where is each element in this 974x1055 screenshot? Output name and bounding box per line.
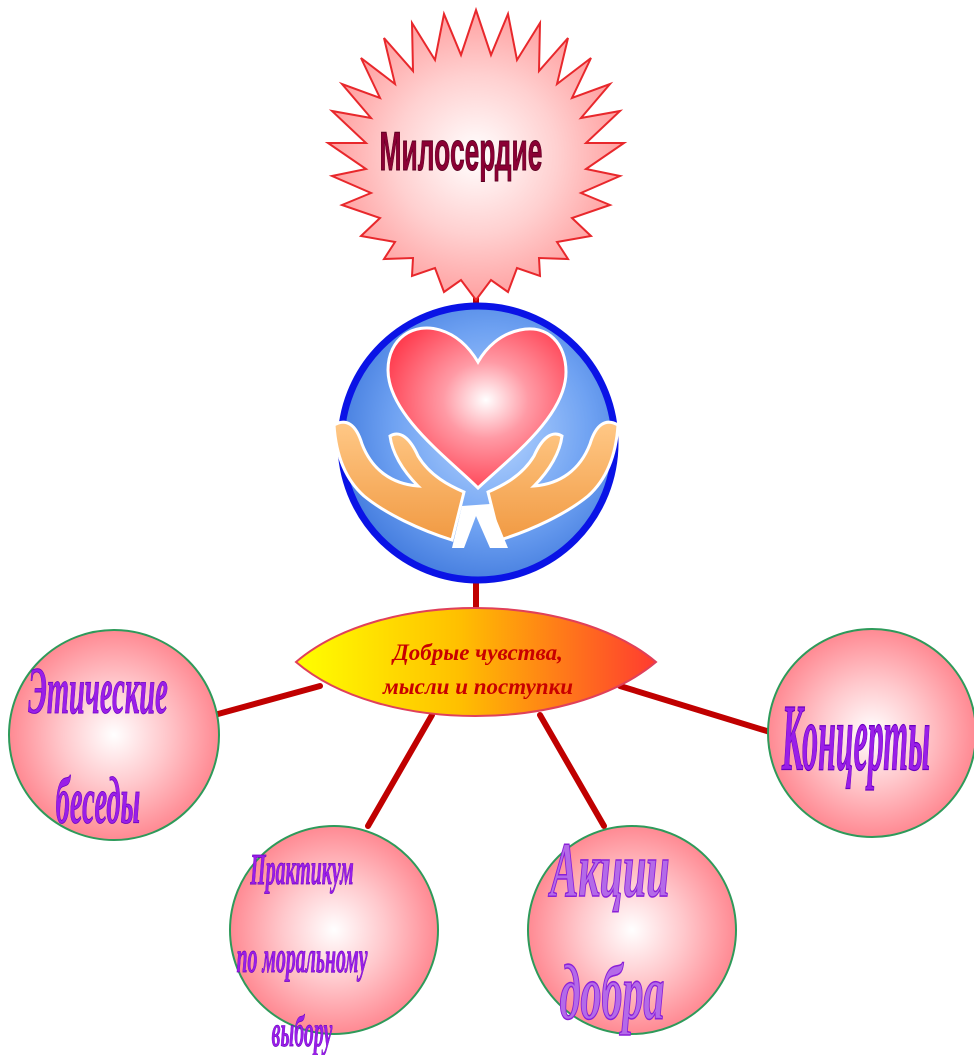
node-ethics: Этические беседы [8,629,220,841]
node-actions-circle [527,825,737,1035]
heart-in-hands-icon [332,326,620,548]
node-actions-line2: добра [560,949,665,1036]
node-actions: Акции добра [527,825,737,1037]
connector-center-ethics [215,683,323,717]
node-ethics-line2: беседы [56,765,141,839]
node-practicum: Практикум по моральному выбору [229,825,439,1055]
node-actions-line1: Акции [548,826,670,913]
heart-shape [386,326,568,491]
node-concerts-line1: Концерты [781,685,930,791]
star-burst-shape [324,6,628,302]
ribbon-shape [452,504,508,548]
node-ethics-circle [8,629,220,841]
node-practicum-line2: по моральному [236,933,367,982]
node-concerts-circle [767,628,974,838]
star-label: Милосердие [380,122,543,183]
connector-center-concerts [617,683,773,735]
connector-center-practicum [365,712,435,829]
node-practicum-line1: Практикум [250,845,354,894]
node-practicum-line3: выбору [272,1007,333,1055]
connector-center-actions [537,712,607,829]
right-hand-shape [486,420,620,542]
node-concerts: Концерты [767,628,974,838]
center-ellipse: Добрые чувства, мысли и поступки [294,607,658,717]
left-hand-shape [332,420,466,542]
emblem [332,302,620,584]
center-label-line2: мысли и поступки [382,674,573,699]
node-ethics-line1: Этические [28,655,167,729]
center-label-line1: Добрые чувства, [391,640,563,665]
connectors [215,282,773,829]
mercy-star: Милосердие [324,6,628,302]
node-practicum-circle [229,825,439,1035]
lens-shape [294,607,658,717]
